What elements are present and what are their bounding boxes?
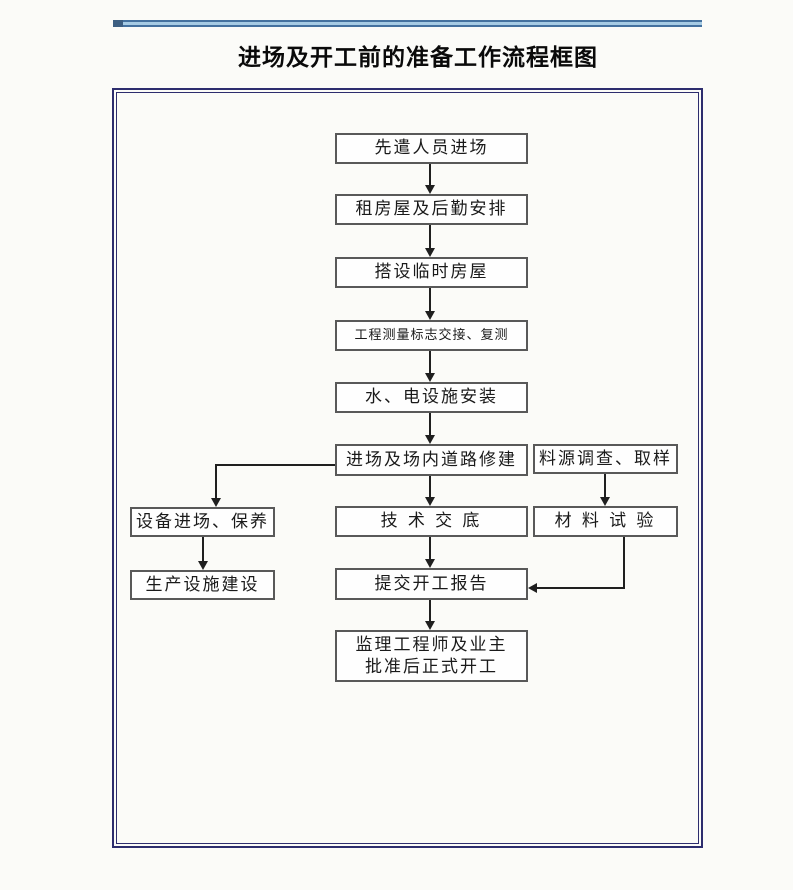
node-label: 生产设施建设 (145, 574, 260, 594)
arrow-line-4 (429, 351, 431, 373)
node-label: 租房屋及后勤安排 (355, 199, 508, 219)
node-label: 进场及场内道路修建 (346, 449, 517, 469)
node-label: 水、电设施安装 (365, 387, 498, 407)
node-survey-markers-handover: 工程测量标志交接、复测 (335, 320, 528, 351)
branch-right-vline (623, 537, 625, 589)
arrow-line-7 (429, 537, 431, 559)
node-submit-commencement-report: 提交开工报告 (335, 568, 528, 600)
node-site-roads-construction: 进场及场内道路修建 (335, 444, 528, 476)
arrow-head-1 (425, 185, 435, 194)
arrow-line-6 (429, 476, 431, 497)
flowchart-frame (112, 88, 703, 848)
node-label: 料源调查、取样 (539, 448, 672, 468)
branch-left-vline (215, 464, 217, 498)
arrow-head-4 (425, 373, 435, 382)
node-label: 材 料 试 验 (554, 511, 657, 531)
arrow-line-3 (429, 288, 431, 311)
branch-left-arrow-head (211, 498, 221, 507)
node-label: 工程测量标志交接、复测 (354, 327, 509, 343)
node-label: 提交开工报告 (374, 573, 489, 593)
flowchart-frame-inner (116, 92, 699, 844)
arrow-head-8 (425, 621, 435, 630)
arrow-line-2 (429, 225, 431, 248)
node-label-line1: 监理工程师及业主 (355, 634, 508, 654)
arrow-head-left-1 (198, 561, 208, 570)
branch-right-hline (537, 587, 625, 589)
arrow-head-6 (425, 497, 435, 506)
arrow-head-3 (425, 311, 435, 320)
node-label: 技 术 交 底 (380, 511, 483, 531)
node-temporary-housing: 搭设临时房屋 (335, 257, 528, 288)
node-water-electricity-install: 水、电设施安装 (335, 382, 528, 413)
node-rent-housing-logistics: 租房屋及后勤安排 (335, 194, 528, 225)
top-divider-bar (113, 20, 702, 27)
node-equipment-entry-maintenance: 设备进场、保养 (130, 507, 275, 537)
node-advance-personnel: 先遣人员进场 (335, 133, 528, 164)
arrow-head-right-1 (600, 497, 610, 506)
node-production-facilities: 生产设施建设 (130, 570, 275, 600)
node-supervisor-owner-approval: 监理工程师及业主 批准后正式开工 (335, 630, 528, 682)
node-label-line2: 批准后正式开工 (365, 657, 498, 676)
arrow-head-2 (425, 248, 435, 257)
node-technical-disclosure: 技 术 交 底 (335, 506, 528, 537)
node-material-source-survey-sampling: 料源调查、取样 (533, 444, 678, 474)
arrow-line-8 (429, 600, 431, 621)
arrow-head-5 (425, 435, 435, 444)
branch-right-arrow-head (528, 583, 537, 593)
arrow-line-right-1 (604, 474, 606, 497)
arrow-line-5 (429, 413, 431, 435)
arrow-line-left-1 (202, 537, 204, 561)
page-title: 进场及开工前的准备工作流程框图 (238, 44, 598, 70)
branch-left-hline (215, 464, 335, 466)
arrow-head-7 (425, 559, 435, 568)
node-material-testing: 材 料 试 验 (533, 506, 678, 537)
node-label: 搭设临时房屋 (374, 262, 489, 282)
top-divider-bar-tip (113, 20, 123, 27)
node-label: 设备进场、保养 (136, 511, 269, 531)
node-label: 先遣人员进场 (374, 138, 489, 158)
arrow-line-1 (429, 164, 431, 185)
